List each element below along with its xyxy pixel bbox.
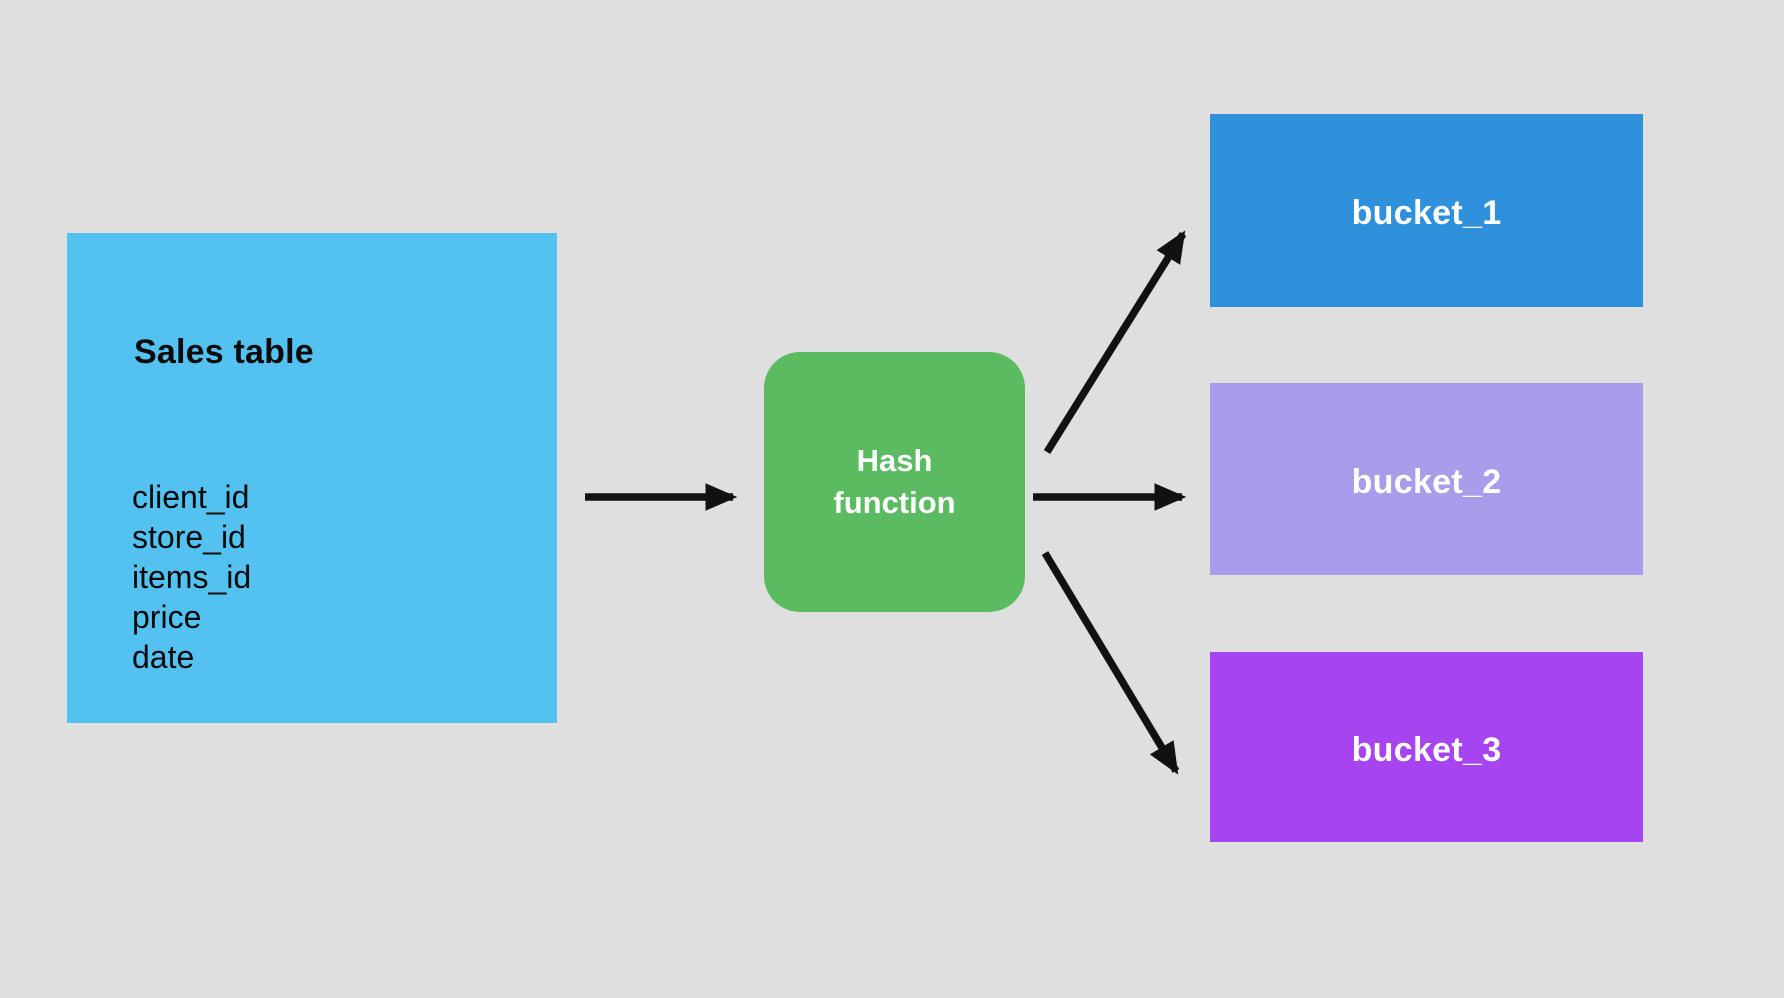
field-date: date xyxy=(132,639,195,675)
hash-function-label-line-2: function xyxy=(833,485,956,520)
bucket-2-node: bucket_2 xyxy=(1210,383,1643,575)
field-store-id: store_id xyxy=(132,519,246,555)
arrow-hash-to-bucket-3 xyxy=(1041,551,1180,775)
hash-function-label: Hash function xyxy=(833,440,955,524)
sales-table-node: Sales table client_id store_id items_id … xyxy=(67,233,557,723)
bucket-1-node: bucket_1 xyxy=(1210,114,1643,307)
field-price: price xyxy=(132,599,202,635)
hash-function-label-line-1: Hash xyxy=(856,443,933,478)
hash-function-node: Hash function xyxy=(764,352,1025,612)
bucket-2-label: bucket_2 xyxy=(1351,462,1502,501)
sales-table-field-list: client_id store_id items_id price date xyxy=(132,477,251,677)
arrow-hash-to-bucket-1 xyxy=(1043,230,1187,454)
bucket-3-node: bucket_3 xyxy=(1210,652,1643,842)
field-client-id: client_id xyxy=(132,479,250,515)
field-items-id: items_id xyxy=(132,559,252,595)
sales-table-title: Sales table xyxy=(134,333,314,371)
bucket-1-label: bucket_1 xyxy=(1351,194,1502,232)
bucket-3-label: bucket_3 xyxy=(1351,730,1502,769)
